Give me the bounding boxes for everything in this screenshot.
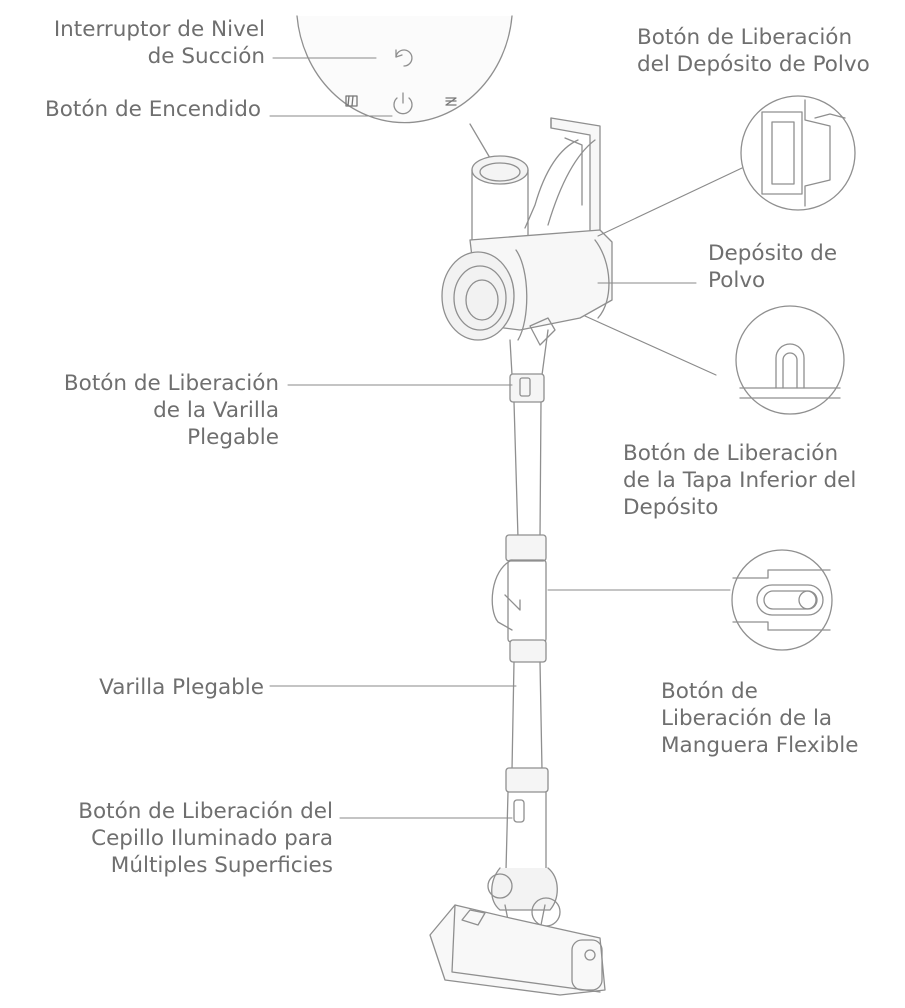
lower-wand — [505, 661, 549, 871]
circular-arrows-icon — [395, 49, 413, 67]
label-power-button: Botón de Encendido — [45, 97, 261, 122]
eco-mode-icon — [345, 95, 358, 107]
brush-head — [429, 867, 606, 996]
turbo-mode-icon — [445, 97, 457, 106]
label-dust-container: Depósito de Polvo — [708, 241, 838, 293]
motor-top — [471, 155, 529, 249]
fold-joint — [491, 534, 547, 663]
label-dust-release: Botón de Liberación del Depósito de Polv… — [637, 25, 870, 77]
label-hose-release: Botón de Liberación de la Manguera Flexi… — [661, 679, 859, 758]
control-panel — [296, 15, 513, 159]
lid-release-zoom — [735, 305, 845, 415]
label-lid-release: Botón de Liberación de la Tapa Inferior … — [623, 441, 857, 520]
label-wand-release: Botón de Liberación de la Varilla Plegab… — [63, 371, 279, 450]
dust-release-zoom — [740, 95, 856, 211]
hose-release-zoom — [731, 549, 833, 651]
handle — [524, 117, 601, 241]
motor-body — [441, 229, 613, 346]
label-suction-switch: Interruptor de Nivel de Succión — [53, 17, 265, 69]
upper-wand — [509, 329, 549, 539]
leader-lines — [269, 57, 743, 819]
label-folding-wand: Varilla Plegable — [99, 675, 264, 700]
power-icon — [393, 92, 413, 115]
label-brush-release: Botón de Liberación del Cepillo Iluminad… — [78, 799, 333, 878]
